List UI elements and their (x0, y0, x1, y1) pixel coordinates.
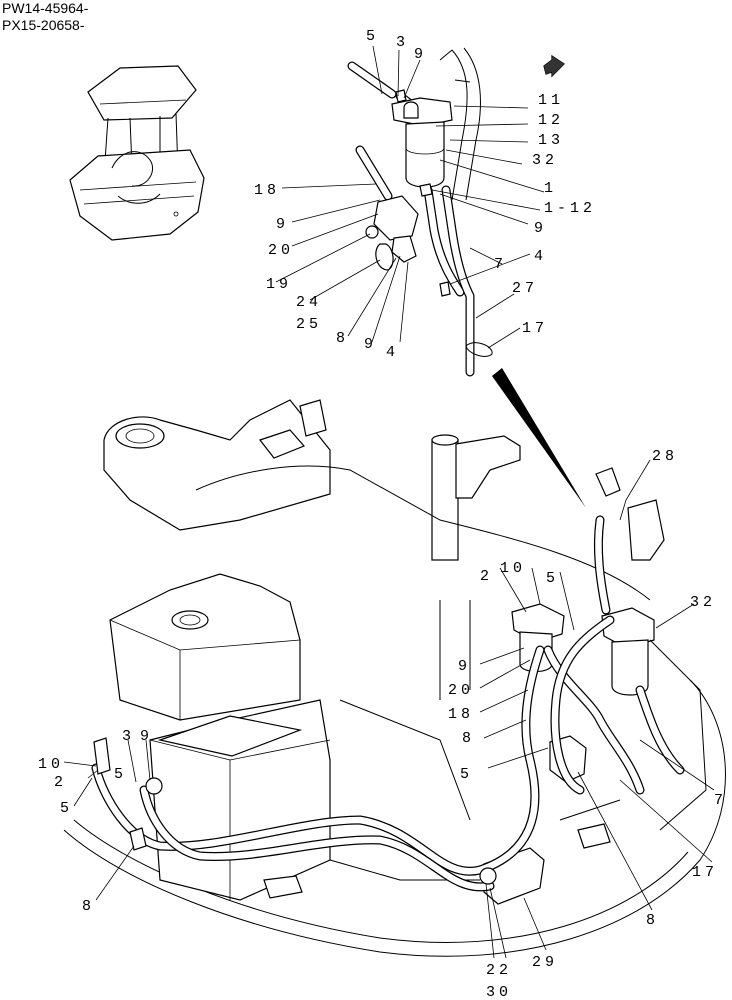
callout-detail-7: 7 (494, 256, 507, 273)
callout-main-2: 2 (480, 568, 493, 585)
callout-main-10: 10 (38, 756, 64, 773)
callout-detail-12: 12 (538, 112, 564, 129)
callout-detail-32: 32 (532, 152, 558, 169)
callout-detail-1-12: 1-12 (544, 200, 596, 217)
callout-detail-9: 9 (414, 46, 427, 63)
callout-main-5: 5 (60, 800, 73, 817)
detail-pointer (492, 368, 586, 508)
callout-main-5: 5 (114, 766, 127, 783)
callout-detail-24: 24 (296, 294, 322, 311)
main-view (63, 399, 726, 957)
callout-main-5: 5 (546, 570, 559, 587)
callout-main-10: 10 (500, 560, 526, 577)
callout-detail-20: 20 (268, 242, 294, 259)
serial-range-2: PX15-20658- (2, 17, 85, 33)
callout-main-3: 3 (122, 728, 135, 745)
callout-main-7: 7 (714, 792, 727, 809)
callout-main-18: 18 (448, 706, 474, 723)
callout-main-2: 2 (54, 774, 67, 791)
callout-main-29: 29 (532, 954, 558, 971)
callout-main-32: 32 (690, 594, 716, 611)
callout-detail-9: 9 (534, 220, 547, 237)
callout-detail-25: 25 (296, 316, 322, 333)
callout-main-22: 22 (486, 962, 512, 979)
machine-thumbnail (69, 65, 205, 241)
callout-detail-19: 19 (266, 276, 292, 293)
callout-detail-8: 8 (336, 330, 349, 347)
leader-lines (63, 45, 715, 959)
callout-detail-27: 27 (512, 280, 538, 297)
callout-main-8: 8 (646, 912, 659, 929)
callout-detail-4: 4 (534, 248, 547, 265)
serial-range-1: PW14-45964- (2, 0, 89, 16)
callout-main-28: 28 (652, 448, 678, 465)
callout-detail-5: 5 (366, 28, 379, 45)
callout-detail-4: 4 (386, 344, 399, 361)
detail-view (347, 47, 493, 377)
callout-main-30: 30 (486, 984, 512, 1000)
callout-detail-9: 9 (276, 216, 289, 233)
direction-arrow-icon (543, 54, 565, 78)
callout-detail-18: 18 (254, 182, 280, 199)
callout-main-9: 9 (140, 728, 153, 745)
callout-detail-1: 1 (544, 180, 557, 197)
callout-detail-3: 3 (396, 34, 409, 51)
callout-detail-13: 13 (538, 132, 564, 149)
callout-main-9: 9 (458, 658, 471, 675)
callout-detail-11: 11 (538, 92, 564, 109)
callout-main-20: 20 (448, 682, 474, 699)
callout-main-8: 8 (462, 730, 475, 747)
callout-detail-9: 9 (364, 336, 377, 353)
callout-main-17: 17 (692, 864, 718, 881)
callout-labels: 5 3 9 11 12 13 32 1 1-12 18 9 20 19 24 2… (38, 28, 727, 1000)
callout-main-8: 8 (82, 898, 95, 915)
callout-detail-17: 17 (522, 320, 548, 337)
callout-main-5: 5 (460, 766, 473, 783)
